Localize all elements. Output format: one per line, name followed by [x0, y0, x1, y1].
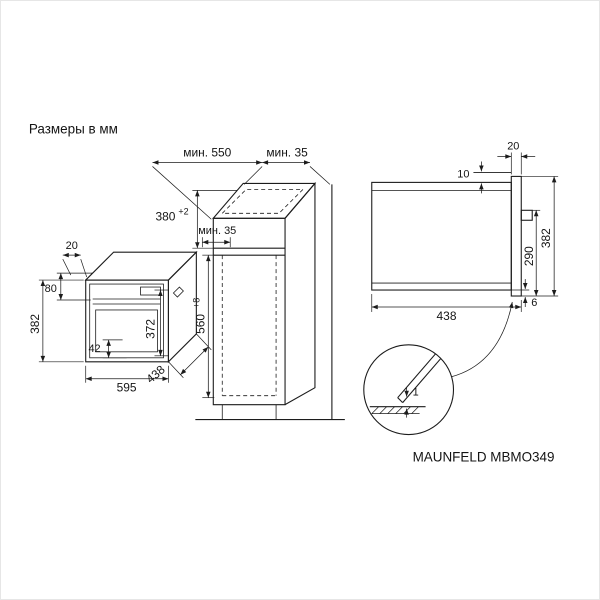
dim-oven-height: 382	[28, 314, 42, 334]
dim-oven-width: 595	[117, 381, 137, 395]
oven-top-face	[84, 251, 198, 281]
dim-detail-gap: 1	[413, 387, 419, 399]
dim-line	[180, 346, 209, 376]
dim-niche-height-tol: +2	[178, 206, 188, 216]
detail-panel-edge	[402, 358, 441, 404]
oven-side-vent	[172, 286, 184, 298]
dim-top-gap: мин. 35	[198, 225, 236, 237]
dim-side-depth: 438	[437, 309, 457, 323]
detail-leader-arrow	[451, 301, 514, 378]
side-front-frame	[510, 175, 522, 297]
ext-line	[62, 258, 72, 276]
side-body	[371, 181, 512, 291]
ext-line	[309, 166, 331, 185]
dim-side-body-height: 290	[522, 246, 536, 266]
ext-line	[80, 259, 88, 278]
oven-isometric-drawing: 20 80 382 42 372 595	[28, 240, 212, 395]
side-handle	[520, 209, 533, 221]
diagram-title: Размеры в мм	[29, 122, 118, 137]
dim-niche-width-group: 560 +8	[191, 298, 207, 334]
dim-oven-panel: 42	[88, 343, 100, 355]
dim-side-height-group: 382	[539, 228, 553, 248]
dim-niche-height: 380	[155, 209, 175, 223]
niche-opening-hidden	[221, 188, 304, 214]
dim-oven-overhang: 20	[66, 240, 78, 252]
detail-circle	[363, 344, 455, 436]
detail-circle-drawing: 1	[363, 344, 455, 436]
oven-display	[140, 286, 161, 296]
dim-oven-door-group: 372	[143, 319, 157, 339]
oven-door-window	[95, 309, 158, 353]
dim-oven-depth-group: 438	[143, 362, 168, 386]
cabinet-niche-drawing: мин. 550 мин. 35 380 +2 мин. 35 560 +8	[152, 145, 345, 421]
cabinet-front-face	[212, 217, 286, 406]
cabinet-side-face	[284, 181, 316, 406]
detail-panel-edge	[397, 353, 436, 399]
ext-line	[196, 333, 212, 351]
dim-side-bottom-gap: 6	[531, 297, 537, 309]
dim-side-body-height-group: 290	[522, 246, 536, 266]
dim-min-depth: мин. 550	[183, 145, 231, 159]
dim-side-height: 382	[539, 228, 553, 248]
detail-panel-bottom	[397, 397, 404, 404]
dim-rear-gap: мин. 35	[266, 145, 308, 159]
dim-niche-width: 560	[193, 314, 207, 334]
dim-oven-height-group: 382	[28, 314, 42, 334]
oven-side-drawing: 10 20 290 382 6 438	[371, 141, 559, 323]
ext-line	[243, 166, 263, 185]
ext-line	[152, 166, 212, 220]
ext-line	[168, 361, 184, 378]
dim-oven-depth: 438	[143, 362, 168, 386]
dim-side-clearance: 10	[457, 168, 469, 180]
dim-oven-door: 372	[143, 319, 157, 339]
detail-hatching	[371, 406, 419, 414]
model-label: MAUNFELD MBMO349	[413, 449, 555, 464]
dim-side-frame: 20	[507, 141, 519, 153]
dim-oven-top-section: 80	[45, 283, 57, 295]
